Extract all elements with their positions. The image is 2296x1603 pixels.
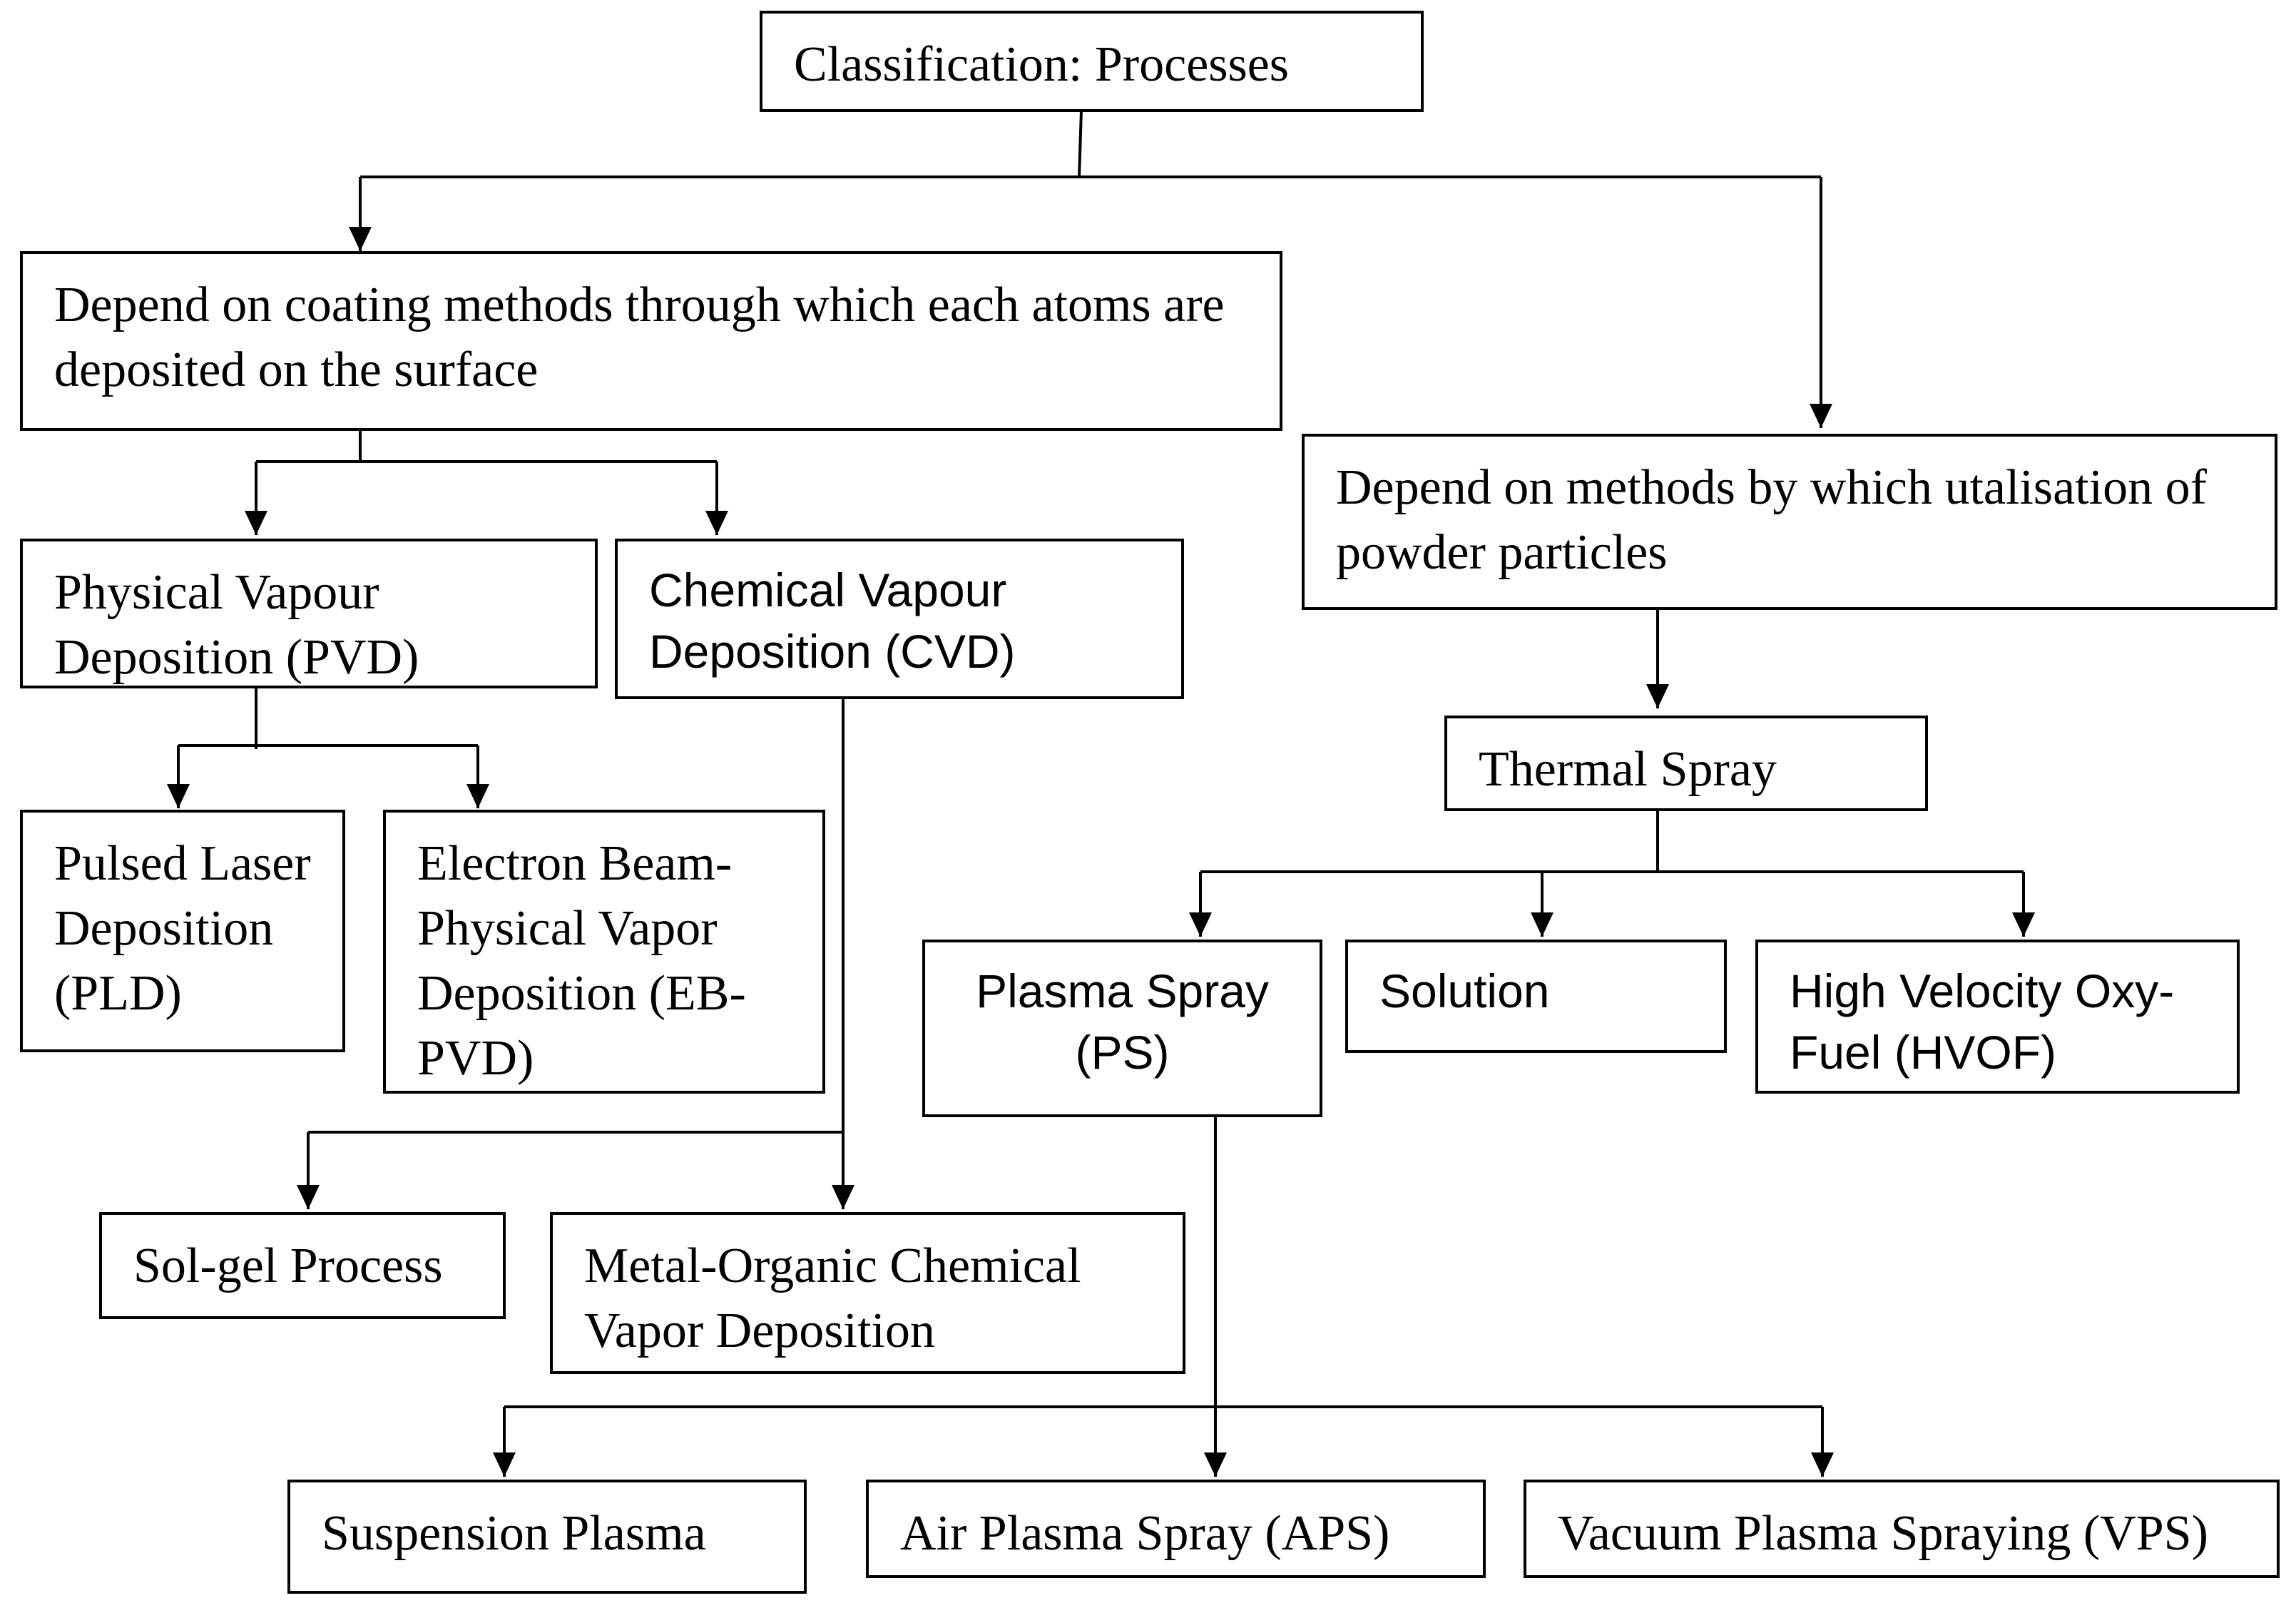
- node-aps-label: Air Plasma Spray (APS): [900, 1506, 1390, 1561]
- node-suspension-plasma: Suspension Plasma: [287, 1480, 807, 1594]
- arrowhead: [1811, 1452, 1834, 1477]
- arrowhead: [167, 784, 190, 808]
- node-ebpvd-label: Electron Beam- Physical Vapor Deposition…: [417, 836, 746, 1086]
- node-sol-gel: Sol-gel Process: [99, 1212, 506, 1319]
- arrowhead: [705, 511, 728, 535]
- arrowhead: [466, 784, 489, 808]
- node-root: Classification: Processes: [760, 11, 1424, 112]
- arrowhead: [832, 1185, 854, 1209]
- arrowhead: [1189, 912, 1212, 937]
- node-hvof: High Velocity Oxy- Fuel (HVOF): [1755, 940, 2240, 1094]
- node-thermal-spray: Thermal Spray: [1444, 716, 1928, 811]
- arrowhead: [1810, 404, 1832, 428]
- node-cvd-label: Chemical Vapour Deposition (CVD): [649, 564, 1016, 678]
- node-ebpvd: Electron Beam- Physical Vapor Deposition…: [383, 810, 825, 1094]
- node-sol-gel-label: Sol-gel Process: [133, 1238, 443, 1293]
- arrowhead: [1646, 684, 1669, 708]
- node-plasma-spray: Plasma Spray (PS): [922, 940, 1322, 1117]
- node-suspension-plasma-label: Suspension Plasma: [322, 1506, 706, 1561]
- arrowhead: [493, 1452, 516, 1477]
- node-vps: Vacuum Plasma Spraying (VPS): [1524, 1480, 2280, 1578]
- node-mocvd: Metal-Organic Chemical Vapor Deposition: [550, 1212, 1185, 1374]
- node-pvd: Physical Vapour Deposition (PVD): [20, 539, 598, 688]
- connector-line: [1078, 110, 1083, 178]
- node-aps: Air Plasma Spray (APS): [866, 1480, 1486, 1578]
- arrowhead: [1531, 912, 1553, 937]
- arrowhead: [1204, 1452, 1227, 1477]
- node-thermal-spray-label: Thermal Spray: [1479, 742, 1777, 797]
- node-hvof-label: High Velocity Oxy- Fuel (HVOF): [1790, 965, 2175, 1079]
- node-pvd-label: Physical Vapour Deposition (PVD): [54, 565, 419, 685]
- node-powder-particles-label: Depend on methods by which utalisation o…: [1336, 460, 2207, 580]
- arrowhead: [297, 1185, 320, 1209]
- arrowhead: [349, 227, 372, 251]
- node-cvd: Chemical Vapour Deposition (CVD): [615, 539, 1184, 699]
- arrowhead: [2012, 912, 2035, 937]
- node-coating-atoms-label: Depend on coating methods through which …: [54, 278, 1225, 397]
- node-mocvd-label: Metal-Organic Chemical Vapor Deposition: [584, 1238, 1081, 1358]
- node-pld-label: Pulsed Laser Deposition (PLD): [54, 836, 311, 1021]
- node-root-label: Classification: Processes: [794, 37, 1290, 92]
- node-coating-atoms: Depend on coating methods through which …: [20, 251, 1282, 431]
- node-solution: Solution: [1345, 940, 1727, 1053]
- node-plasma-spray-label: Plasma Spray (PS): [976, 965, 1269, 1079]
- arrowhead: [245, 511, 267, 535]
- node-vps-label: Vacuum Plasma Spraying (VPS): [1558, 1506, 2208, 1561]
- node-powder-particles: Depend on methods by which utalisation o…: [1302, 434, 2277, 610]
- node-pld: Pulsed Laser Deposition (PLD): [20, 810, 345, 1052]
- node-solution-label: Solution: [1379, 965, 1550, 1017]
